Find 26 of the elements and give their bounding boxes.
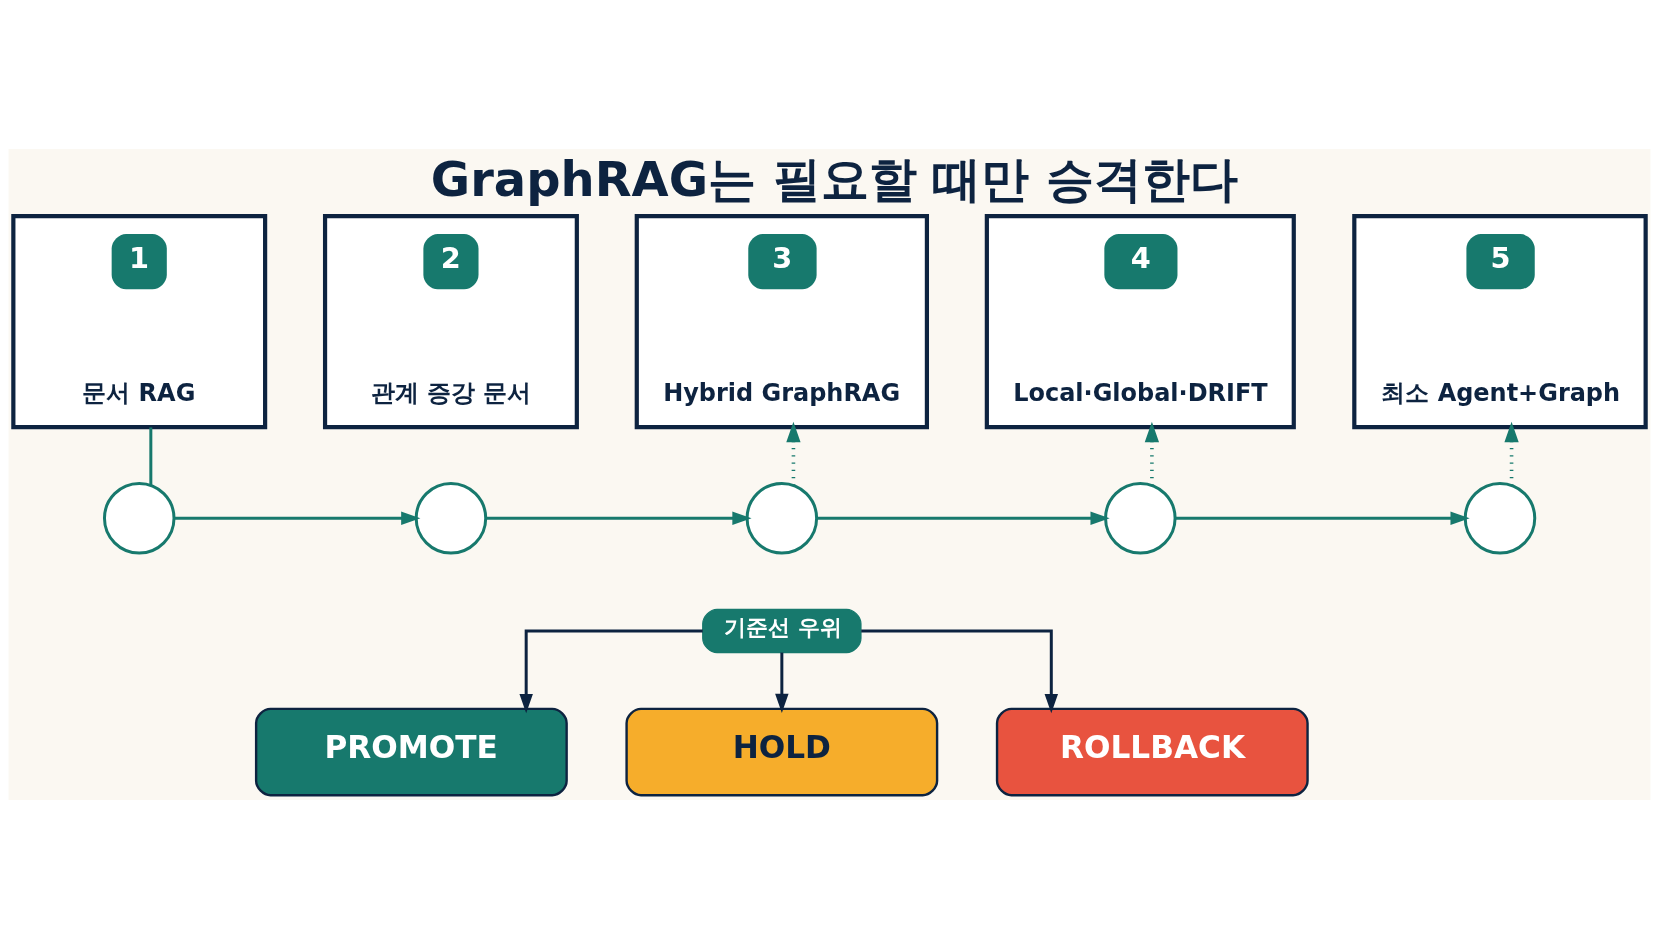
node-circle (1104, 481, 1177, 555)
arrow (485, 511, 752, 525)
diagram-title: GraphRAG는 필요할 때만 승격한다 (430, 150, 1239, 207)
arrow (786, 421, 801, 485)
node-box: 4 Local·Global·DRIFT (984, 213, 1296, 429)
connector (149, 426, 153, 485)
node-box: ROLLBACK (995, 707, 1309, 796)
arrow (174, 511, 421, 525)
node-circle (1463, 481, 1537, 555)
arrow (775, 652, 789, 713)
arrow (1175, 511, 1470, 525)
node-box: HOLD (625, 707, 939, 796)
arrow (816, 511, 1110, 525)
node-box: 5 최소 Agent+Graph (1352, 213, 1648, 429)
node-box: 2 관계 증강 문서 (322, 213, 579, 429)
node-box: PROMOTE (254, 707, 568, 796)
arrow (519, 628, 703, 713)
node-circle (414, 481, 488, 555)
arrow (1144, 421, 1160, 485)
node-circle (102, 481, 176, 555)
arrow (861, 628, 1059, 713)
node-circle (745, 481, 819, 555)
node-box: 3 Hybrid GraphRAG (634, 213, 929, 429)
node-box: 기준선 우위 (702, 608, 862, 653)
arrow (1504, 421, 1519, 485)
node-box: 1 문서 RAG (11, 213, 268, 429)
